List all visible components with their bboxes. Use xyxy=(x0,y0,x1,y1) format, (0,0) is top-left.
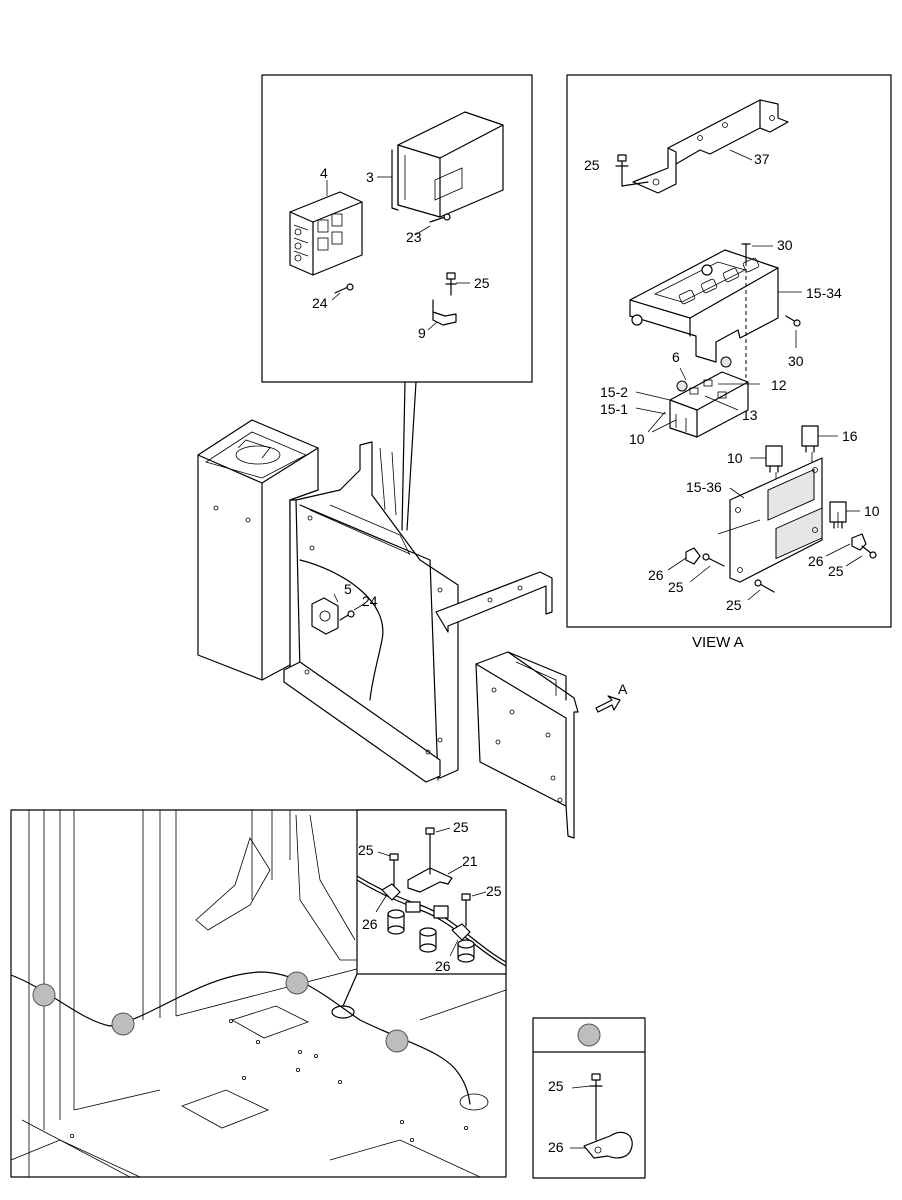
bolt-25-detail xyxy=(445,272,457,296)
bracket-37 xyxy=(632,99,789,194)
label-25-left: 25 xyxy=(668,579,684,595)
connector-inset: 25 25 21 25 26 26 xyxy=(356,809,507,975)
label-26-inset-right: 26 xyxy=(435,958,451,974)
legend-label-25: 25 xyxy=(548,1078,564,1094)
legend-clamp-26 xyxy=(583,1131,633,1159)
label-25-right: 25 xyxy=(828,563,844,579)
label-25-inset-left: 25 xyxy=(358,842,374,858)
cab-floor-view: 25 25 21 25 26 26 xyxy=(10,809,507,1178)
label-26-right: 26 xyxy=(808,553,824,569)
legend-marker xyxy=(577,1023,601,1047)
label-26-left: 26 xyxy=(648,567,664,583)
view-a-caption: VIEW A xyxy=(692,634,744,651)
main-assembly: A 5 24 xyxy=(197,419,628,839)
label-24: 24 xyxy=(312,295,328,311)
controller-detail-box: 4 3 23 25 24 9 xyxy=(261,74,533,531)
controller-unit xyxy=(391,111,504,218)
label-10-left: 10 xyxy=(629,431,645,447)
label-30-side: 30 xyxy=(788,353,804,369)
clamp-marker xyxy=(111,1012,135,1036)
bracket-9 xyxy=(432,299,457,326)
cover-15-34 xyxy=(629,249,779,363)
label-24-main: 24 xyxy=(362,593,378,609)
screw-30-side xyxy=(785,315,801,327)
label-15-36: 15-36 xyxy=(686,479,722,495)
clamp-marker xyxy=(385,1029,409,1053)
label-5: 5 xyxy=(344,581,352,597)
bolt-25-lower xyxy=(754,579,775,593)
label-9: 9 xyxy=(418,325,426,341)
label-12: 12 xyxy=(771,377,787,393)
screw-30-top xyxy=(741,243,751,263)
label-3: 3 xyxy=(366,169,374,185)
legend-bolt-25 xyxy=(589,1073,603,1141)
label-25-lower: 25 xyxy=(726,597,742,613)
label-10-relay: 10 xyxy=(727,450,743,466)
label-26-inset-left: 26 xyxy=(362,916,378,932)
bolt-25-left xyxy=(702,553,725,567)
label-37: 37 xyxy=(754,151,770,167)
label-15-2: 15-2 xyxy=(600,384,628,400)
view-a-box: 25 37 30 15-34 30 6 15-2 12 15-1 13 10 1… xyxy=(566,74,892,628)
label-4: 4 xyxy=(320,165,328,181)
label-6: 6 xyxy=(672,349,680,365)
clamp-marker xyxy=(32,983,56,1007)
label-15-1: 15-1 xyxy=(600,401,628,417)
screw-24-detail xyxy=(334,283,354,294)
fuse-relay-block xyxy=(289,191,363,276)
relay-panel-15-36 xyxy=(729,457,823,583)
legend-label-26: 26 xyxy=(548,1139,564,1155)
label-23: 23 xyxy=(406,229,422,245)
label-25-inset-right: 25 xyxy=(486,883,502,899)
label-21: 21 xyxy=(462,853,478,869)
label-13: 13 xyxy=(742,407,758,423)
clamp-26-left xyxy=(685,547,701,565)
label-25-bracket: 25 xyxy=(584,157,600,173)
label-25-inset-top: 25 xyxy=(453,819,469,835)
label-10-right: 10 xyxy=(864,503,880,519)
label-30-top: 30 xyxy=(777,237,793,253)
bolt-25-bracket xyxy=(615,154,649,187)
label-16: 16 xyxy=(842,428,858,444)
bolt-25-right xyxy=(861,545,877,559)
clamp-marker xyxy=(285,971,309,995)
view-arrow-label: A xyxy=(618,681,628,697)
relay-16 xyxy=(801,425,819,453)
part-5 xyxy=(311,597,339,635)
screw-23 xyxy=(429,213,451,223)
label-25: 25 xyxy=(474,275,490,291)
relay-10-upper xyxy=(765,445,783,473)
screw-24-main xyxy=(339,610,355,621)
clamp-legend-box: 25 26 xyxy=(532,1017,646,1179)
label-15-34: 15-34 xyxy=(806,285,842,301)
fuse-box-15-1 xyxy=(669,356,749,438)
